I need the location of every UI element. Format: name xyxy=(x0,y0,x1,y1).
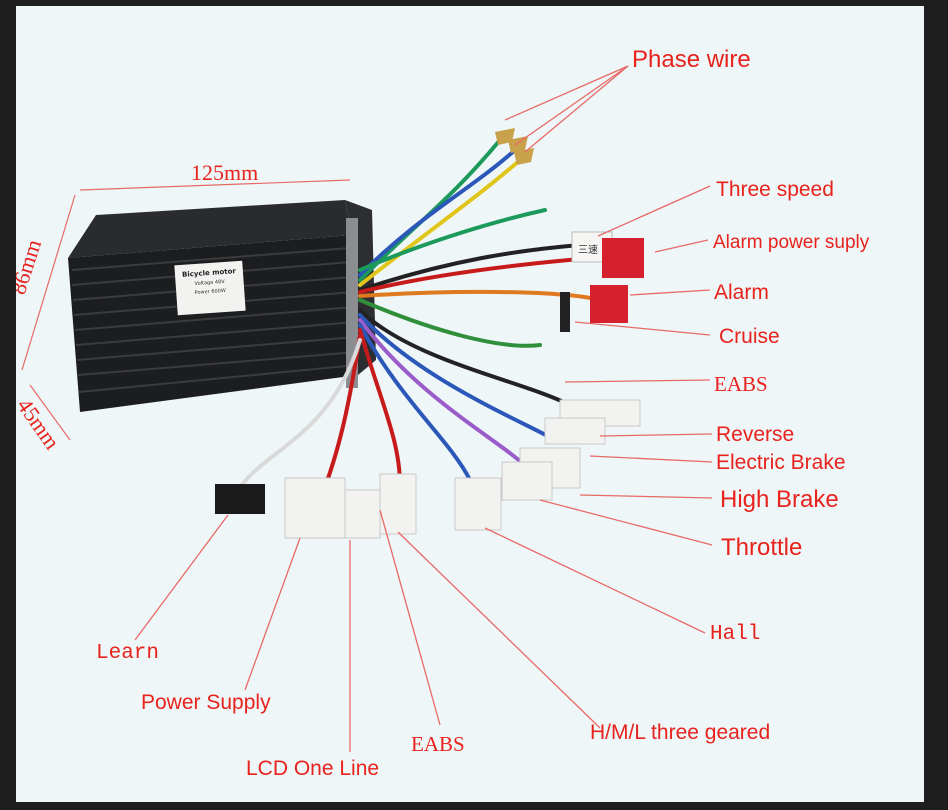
label-eabs-bottom: EABS xyxy=(411,732,465,756)
product-image-frame: Bicycle motor Voltage 48V Power 600W 三速 … xyxy=(16,6,924,802)
label-lcd-one-line: LCD One Line xyxy=(246,757,380,780)
label-learn: Learn xyxy=(96,642,160,665)
label-throttle: Throttle xyxy=(721,534,803,561)
connectors xyxy=(215,128,644,539)
controller-diagram xyxy=(21,65,713,752)
controller-box xyxy=(68,200,376,412)
label-hml-three-geared: H/M/L three geared xyxy=(590,721,771,744)
label-cruise: Cruise xyxy=(719,325,780,348)
label-power-supply: Power Supply xyxy=(141,691,271,714)
label-electric-brake: Electric Brake xyxy=(716,451,846,474)
label-eabs-right: EABS xyxy=(714,372,768,396)
label-reverse: Reverse xyxy=(716,423,795,446)
leader-lines xyxy=(134,65,713,752)
label-three-speed: Three speed xyxy=(716,178,834,201)
dimension-width: 125mm xyxy=(191,160,259,185)
label-high-brake: High Brake xyxy=(720,486,839,513)
controller-nameplate: Bicycle motor Voltage 48V Power 600W xyxy=(174,260,246,316)
connector-mark: 三速 xyxy=(578,245,598,256)
label-phase-wire: Phase wire xyxy=(632,46,751,73)
dimension-lines xyxy=(21,179,351,441)
label-hall: Hall xyxy=(710,623,761,646)
wire-harness xyxy=(233,138,632,502)
label-alarm: Alarm xyxy=(714,281,769,304)
label-alarm-power-suply: Alarm power suply xyxy=(713,232,870,253)
